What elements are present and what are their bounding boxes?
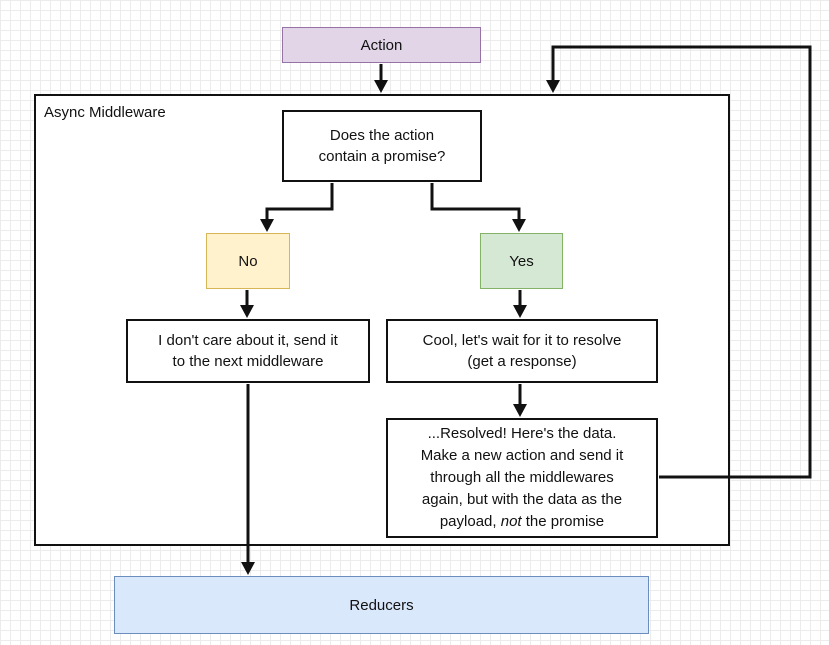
resolved-text-main: ...Resolved! Here's the data. Make a new… bbox=[420, 425, 624, 530]
arrowhead-action-to-middleware bbox=[374, 80, 388, 93]
decision-node: Does the action contain a promise? bbox=[282, 110, 482, 182]
arrowhead-decision-to-no bbox=[260, 219, 274, 232]
resolved-node: ...Resolved! Here's the data. Make a new… bbox=[386, 418, 658, 538]
arrowhead-decision-to-yes bbox=[512, 219, 526, 232]
arrowhead-yes-to-wait bbox=[513, 305, 527, 318]
reducers-node: Reducers bbox=[114, 576, 649, 634]
yes-node: Yes bbox=[480, 233, 563, 289]
action-node: Action bbox=[282, 27, 481, 63]
resolved-text: ...Resolved! Here's the data. Make a new… bbox=[421, 423, 624, 533]
async-middleware-label: Async Middleware bbox=[44, 104, 166, 121]
arrowhead-ignore-to-reducers bbox=[241, 562, 255, 575]
edge-decision-to-yes bbox=[430, 183, 521, 221]
arrowhead-no-to-ignore bbox=[240, 305, 254, 318]
edge-decision-to-no bbox=[265, 183, 334, 221]
arrowhead-loop-back bbox=[546, 80, 560, 93]
arrowhead-wait-to-resolved bbox=[513, 404, 527, 417]
ignore-node: I don't care about it, send it to the ne… bbox=[126, 319, 370, 383]
no-node: No bbox=[206, 233, 290, 289]
resolved-text-emphasis: not bbox=[500, 513, 522, 530]
resolved-text-end: the promise bbox=[521, 513, 605, 530]
wait-node: Cool, let's wait for it to resolve (get … bbox=[386, 319, 658, 383]
edge-resolved-loop-back bbox=[551, 45, 812, 479]
